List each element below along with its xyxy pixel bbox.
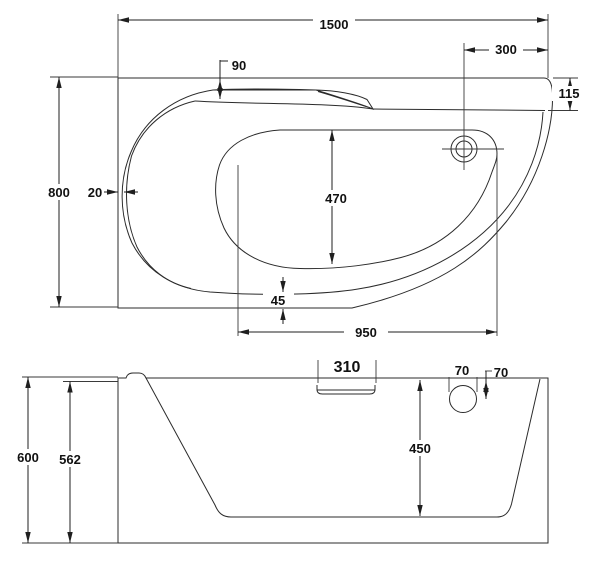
dim-drain-right-label: 300 [495, 42, 517, 57]
label-mask [313, 13, 355, 30]
dim-floor-length-label: 950 [355, 325, 377, 340]
dim-left-rim-gap-label: 20 [88, 185, 102, 200]
dim-overall-width-label: 800 [48, 185, 70, 200]
dim-inner-depth-label: 450 [409, 441, 431, 456]
dim-overall-height-label: 600 [17, 450, 39, 465]
label-mask [10, 449, 46, 465]
front-interior-profile [145, 377, 541, 518]
label-mask [489, 42, 523, 57]
tray-outline [316, 385, 376, 395]
jet-circle [449, 385, 477, 413]
drain [442, 135, 504, 163]
dim-tray-width-label: 310 [334, 359, 361, 376]
top-view-dimensions: 1500 300 90 115 800 20 470 45 [41, 13, 586, 340]
label-mask [52, 451, 88, 467]
tub-outer-outline [117, 77, 554, 309]
label-mask [552, 86, 586, 101]
basin-outline [215, 129, 498, 270]
rim-crescent-inner-line [317, 91, 367, 107]
dim-bottom-rim-label: 45 [271, 293, 285, 308]
dim-rim-offset-label: 90 [232, 58, 246, 73]
tray [316, 385, 376, 395]
label-mask [263, 293, 294, 307]
dim-overall-length-label: 1500 [320, 17, 349, 32]
label-mask [401, 440, 440, 456]
rim-crescent-wedge [315, 89, 375, 111]
dim-deck-height-label: 562 [59, 452, 81, 467]
dim-basin-width-label: 470 [325, 191, 347, 206]
front-view [117, 372, 549, 544]
label-mask [317, 190, 354, 206]
dim-jet-width-label: 70 [455, 363, 469, 378]
rim-opening-inner-left-curve [126, 100, 196, 289]
front-view-dimensions: 600 562 310 70 70 450 [10, 359, 508, 544]
dim-jet-offset-label: 70 [494, 365, 508, 380]
rim-contour-diagonal [194, 100, 374, 110]
label-mask [344, 324, 388, 340]
dim-right-rim-label: 115 [559, 86, 580, 101]
front-outline [117, 372, 549, 544]
rim-right-inner-line [372, 108, 546, 111]
label-mask [41, 184, 77, 200]
